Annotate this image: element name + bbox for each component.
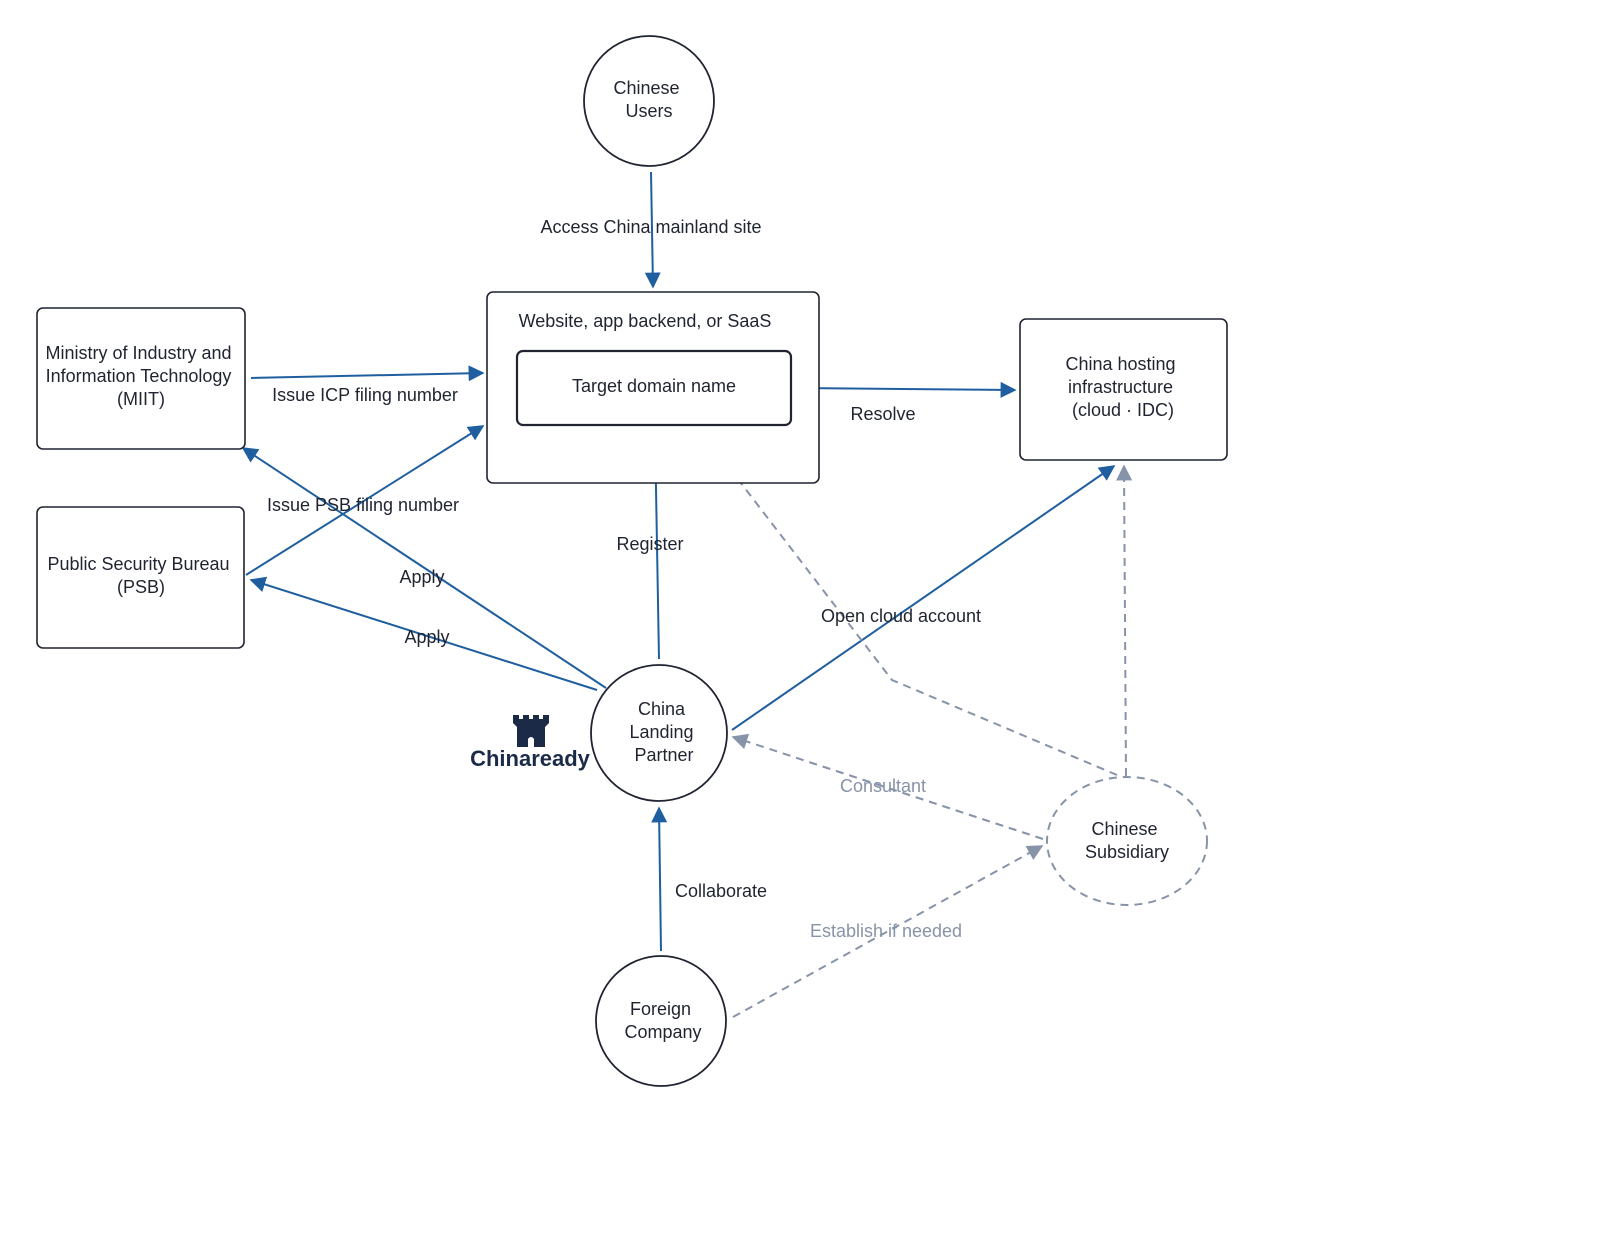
- edge-consultant: [731, 733, 1044, 840]
- edge-open-cloud: [731, 465, 1116, 731]
- edge-label-issue-icp: Issue ICP filing number: [272, 385, 458, 405]
- miit-label-2: Information Technology: [46, 366, 232, 386]
- foreign-company-label-2: Company: [624, 1022, 701, 1042]
- edge-issue-psb: [245, 425, 485, 576]
- hosting-label-3: (cloud · IDC): [1072, 400, 1174, 420]
- edge-label-register: Register: [616, 534, 683, 554]
- svg-text:China Landing Partner: China Landing Partner: [629, 699, 698, 765]
- castle-icon: [513, 715, 549, 747]
- foreign-company-label-1: Foreign: [630, 999, 691, 1019]
- edge-label-apply-psb: Apply: [404, 627, 449, 647]
- edge-subsidiary-hosting: [1116, 464, 1133, 777]
- edge-collaborate: [651, 806, 668, 952]
- edge-apply-miit: [241, 447, 607, 689]
- edge-resolve: [796, 381, 1017, 398]
- subsidiary-label-2: Subsidiary: [1085, 842, 1169, 862]
- node-foreign-company: [595, 955, 727, 1087]
- psb-label-2: (PSB): [117, 577, 165, 597]
- edge-apply-psb: [249, 576, 598, 691]
- miit-label-3: (MIIT): [117, 389, 165, 409]
- edge-label-open-cloud: Open cloud account: [821, 606, 981, 626]
- logo-text: Chinaready: [470, 746, 591, 771]
- node-psb: [36, 506, 245, 649]
- node-miit: [36, 307, 246, 450]
- edge-access: [644, 171, 661, 289]
- subsidiary-label-1: Chinese: [1091, 819, 1157, 839]
- edge-label-establish: Establish if needed: [810, 921, 962, 941]
- hosting-label-2: infrastructure: [1068, 377, 1173, 397]
- edge-subsidiary-domain: [700, 429, 1118, 776]
- edge-label-consultant: Consultant: [840, 776, 926, 796]
- landing-partner-label-3: Partner: [634, 745, 693, 765]
- svg-text:Ministry of Industry and I: Ministry of Industry and Information Tec…: [45, 343, 236, 409]
- target-domain-label: Target domain name: [572, 376, 736, 396]
- edge-label-collaborate: Collaborate: [675, 881, 767, 901]
- edge-label-resolve: Resolve: [850, 404, 915, 424]
- edge-establish: [732, 845, 1044, 1018]
- website-label: Website, app backend, or SaaS: [519, 311, 772, 331]
- miit-label-1: Ministry of Industry and: [45, 343, 231, 363]
- edge-issue-icp: [250, 365, 485, 382]
- psb-label-1: Public Security Bureau: [47, 554, 229, 574]
- edge-label-issue-psb: Issue PSB filing number: [267, 495, 459, 515]
- edge-label-apply-miit: Apply: [399, 567, 444, 587]
- svg-text:Public Security Bureau (PS: Public Security Bureau (PSB): [47, 554, 234, 597]
- landing-partner-label-1: China: [638, 699, 686, 719]
- node-subsidiary: [1046, 776, 1208, 906]
- svg-text:Foreign Company: Foreign Company: [624, 999, 701, 1042]
- hosting-label-1: China hosting: [1065, 354, 1175, 374]
- landing-partner-label-2: Landing: [629, 722, 693, 742]
- node-chinese-users: [583, 35, 715, 167]
- svg-text:Chinese Users: Chinese Users: [613, 78, 684, 121]
- chinese-users-label-1: Chinese: [613, 78, 679, 98]
- svg-text:Chinese Subsidiary: Chinese Subsidiary: [1085, 819, 1169, 862]
- svg-text:China hosting infrastructu: China hosting infrastructure (cloud · ID…: [1065, 354, 1180, 420]
- edge-label-access: Access China mainland site: [540, 217, 761, 237]
- node-target-domain: [515, 349, 793, 427]
- chinaready-logo: Chinaready: [470, 715, 591, 771]
- node-hosting: [1019, 318, 1228, 461]
- node-landing-partner: [590, 664, 728, 802]
- chinese-users-label-2: Users: [625, 101, 672, 121]
